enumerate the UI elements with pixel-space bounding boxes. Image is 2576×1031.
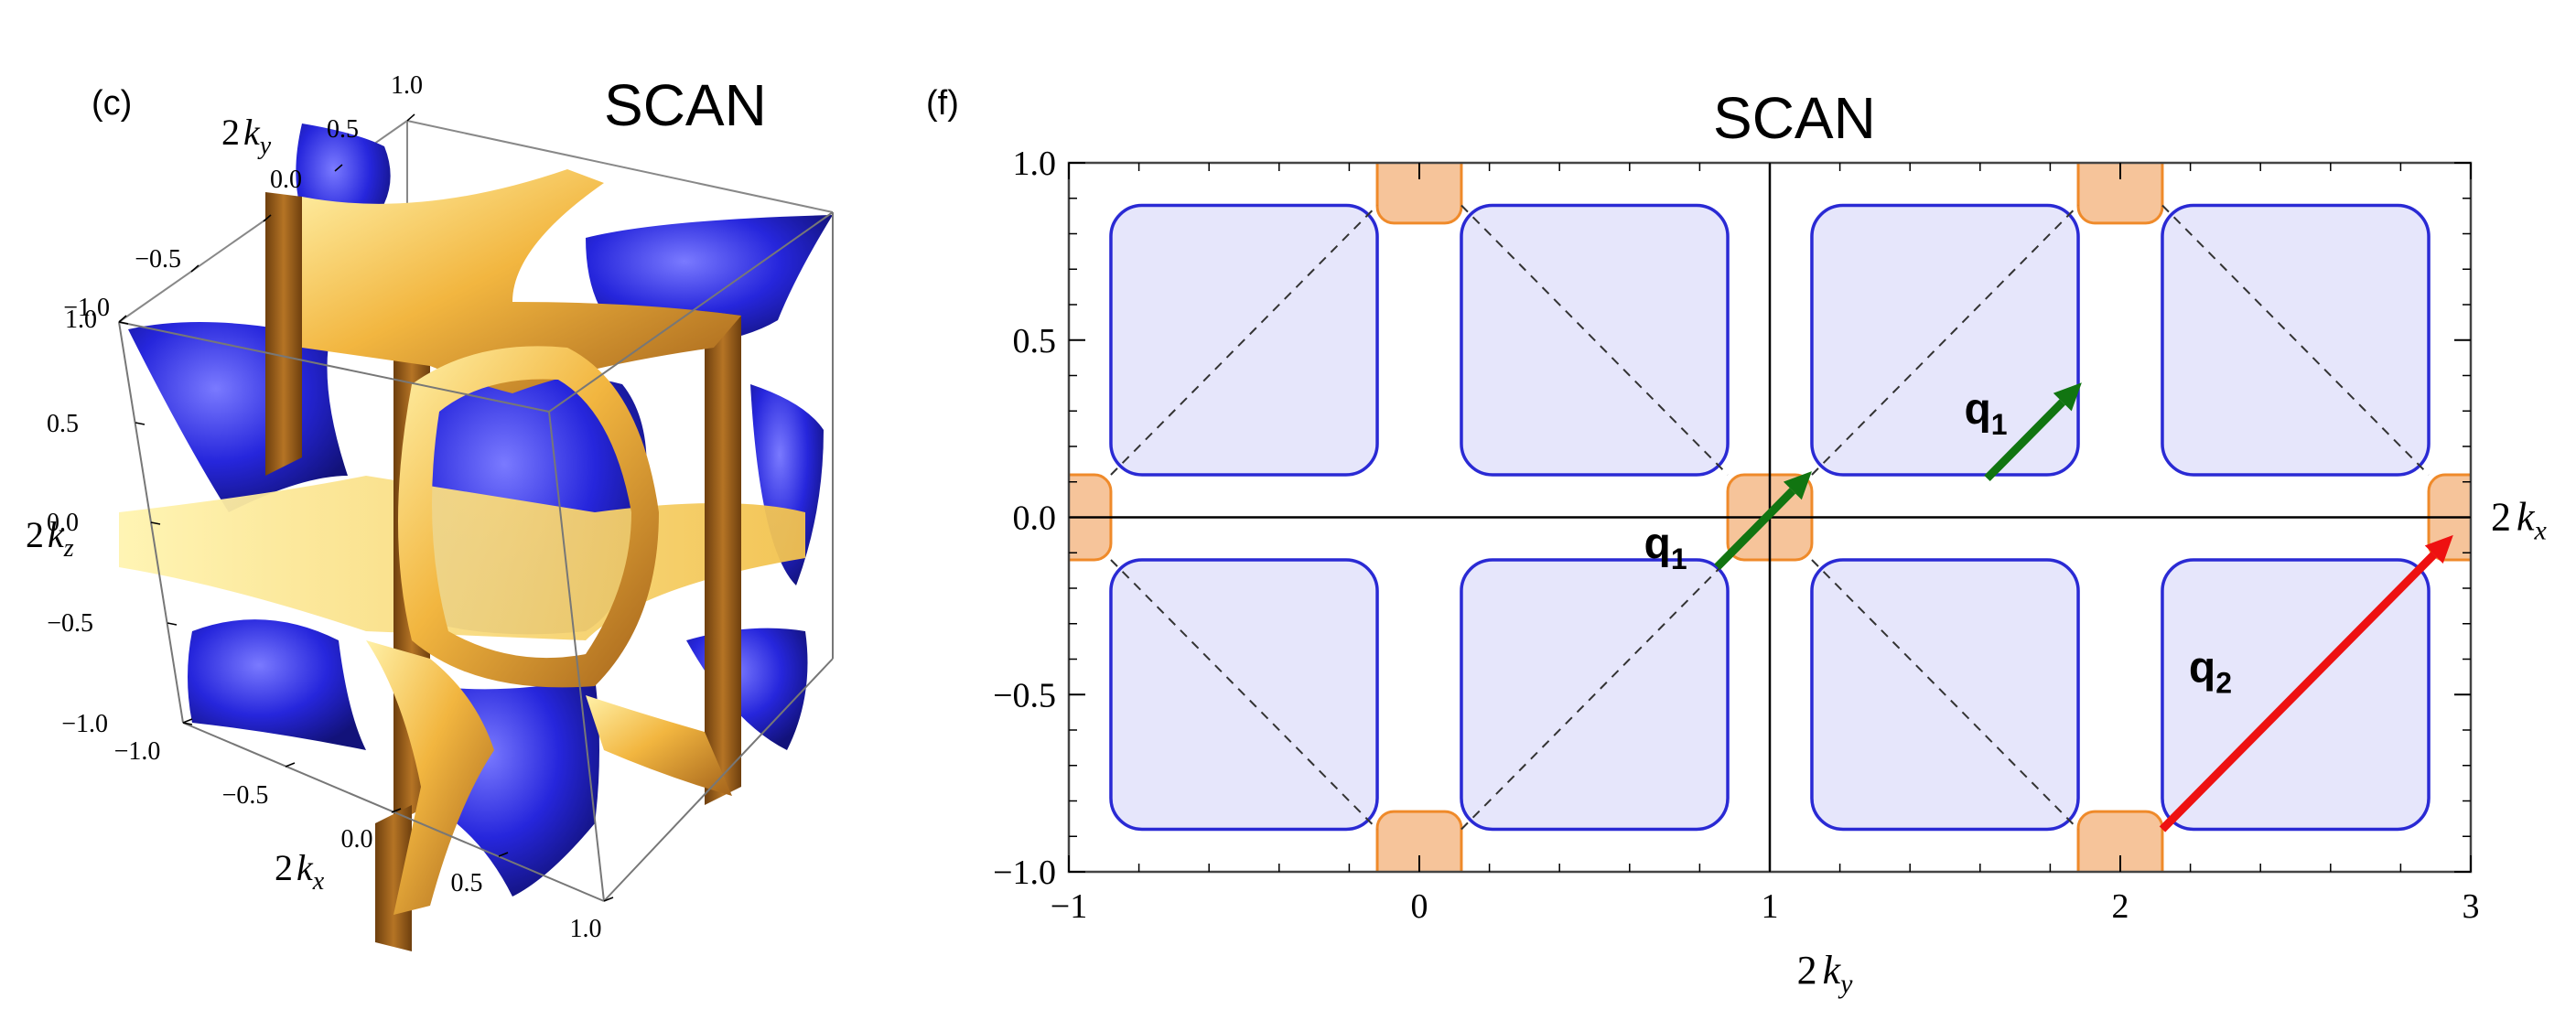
panel-f-title: SCAN [1713, 85, 1876, 151]
x-tick-label: 0.5 [451, 869, 483, 897]
q-vector-arrowhead [1783, 471, 1812, 500]
pocket-diagonal-dashed-line [2161, 559, 2430, 831]
y-tick-label: −0.5 [135, 245, 181, 274]
orange-hole-pocket [1726, 473, 1814, 562]
q-vector-label-name: q [1964, 385, 1990, 434]
z-tick-label: 0.0 [47, 509, 79, 537]
x-tick-label: −1.0 [114, 737, 161, 766]
cube-x-axis-ticks: −1.0 −0.5 0.0 0.5 1.0 [114, 737, 602, 943]
blue-electron-pocket [1460, 203, 1730, 477]
x-tick-label: 1.0 [570, 915, 602, 943]
blue-electron-pocket [1810, 558, 2080, 832]
q-vector-label-subscript: 1 [1671, 542, 1687, 575]
pocket-diagonal-dashed-line [1110, 204, 1378, 476]
y-tick-label: −1.0 [993, 854, 1056, 892]
chart-tick-labels: −1 0 1 2 3 −1.0 −0.5 0.0 0.5 1.0 [993, 145, 2479, 926]
y-tick-label: 0.0 [1013, 499, 1057, 538]
cube-tick-marks [118, 113, 614, 902]
blue-electron-pocket [1460, 558, 1730, 832]
y-tick-label: −1.0 [63, 294, 110, 322]
orange-hole-pocket [1375, 163, 1463, 225]
q-vector-label-name: q [1644, 520, 1671, 568]
orange-hole-pocket [2427, 473, 2471, 562]
q-vector-label: q2 [2189, 644, 2232, 700]
panel-c-title: SCAN [604, 72, 767, 138]
y-tick-label: 1.0 [391, 71, 423, 100]
x-tick-label: 1 [1762, 887, 1779, 926]
cube-y-axis-ticks: −1.0 −0.5 0.0 0.5 1.0 [63, 71, 423, 322]
chart-inner [1069, 163, 2471, 872]
blue-electron-pocket [1810, 203, 2080, 477]
z-tick-label: −0.5 [47, 609, 93, 638]
pocket-diagonal-dashed-line [1110, 559, 1378, 831]
pocket-diagonal-dashed-line [1811, 559, 2079, 831]
panel-c-label: (c) [92, 84, 133, 123]
q-vector-shaft [2159, 552, 2437, 832]
pocket-diagonal-dashed-line [2161, 204, 2430, 476]
y-tick-label: 0.0 [270, 166, 302, 194]
x-tick-label: −1 [1051, 887, 1087, 926]
q-vector-label: q1 [1964, 385, 2007, 441]
cube-z-axis-ticks: −1.0 −0.5 0.0 0.5 1.0 [47, 306, 108, 738]
gold-hole-surface [119, 169, 805, 951]
x-tick-label: 0 [1411, 887, 1428, 926]
q-vector-arrowhead [2424, 534, 2453, 564]
orange-hole-pocket [1375, 810, 1463, 872]
orange-hole-pocket [1069, 473, 1113, 562]
pocket-diagonal-dashed-line [1811, 204, 2079, 476]
pocket-diagonal-dashed-line [1460, 559, 1729, 831]
orange-hole-pocket [2076, 810, 2164, 872]
blue-electron-pocket [1109, 558, 1379, 832]
x-tick-label: 3 [2463, 887, 2480, 926]
y-tick-label: 1.0 [1013, 145, 1057, 183]
blue-electron-pocket [2161, 203, 2430, 477]
z-tick-label: −1.0 [61, 710, 108, 738]
blue-electron-pocket [1109, 203, 1379, 477]
pocket-diagonal-dashed-line [1460, 204, 1729, 476]
orange-hole-pocket [2076, 163, 2164, 225]
q-vector-shaft [1714, 488, 1796, 570]
panel-f-label: (f) [926, 84, 959, 123]
y-tick-label: −0.5 [993, 676, 1056, 714]
q-vector-label-subscript: 2 [2215, 667, 2232, 700]
q-vector-label: q1 [1644, 520, 1687, 575]
q-vector-shaft [1984, 399, 2065, 482]
chart-frame [1067, 161, 2473, 874]
y-tick-label: 0.5 [327, 115, 359, 144]
z-tick-label: 0.5 [47, 410, 79, 438]
x-tick-label: −0.5 [222, 781, 269, 810]
x-tick-label: 2 [2112, 887, 2129, 926]
y-tick-label: 0.5 [1013, 322, 1057, 360]
z-tick-label: 1.0 [65, 306, 97, 334]
q-vector-arrowhead [2053, 382, 2082, 412]
q-vector-label-subscript: 1 [1991, 408, 2008, 441]
x-tick-label: 0.0 [341, 825, 373, 854]
blue-electron-pocket [2161, 558, 2430, 832]
q-vector-label-name: q [2189, 644, 2215, 693]
